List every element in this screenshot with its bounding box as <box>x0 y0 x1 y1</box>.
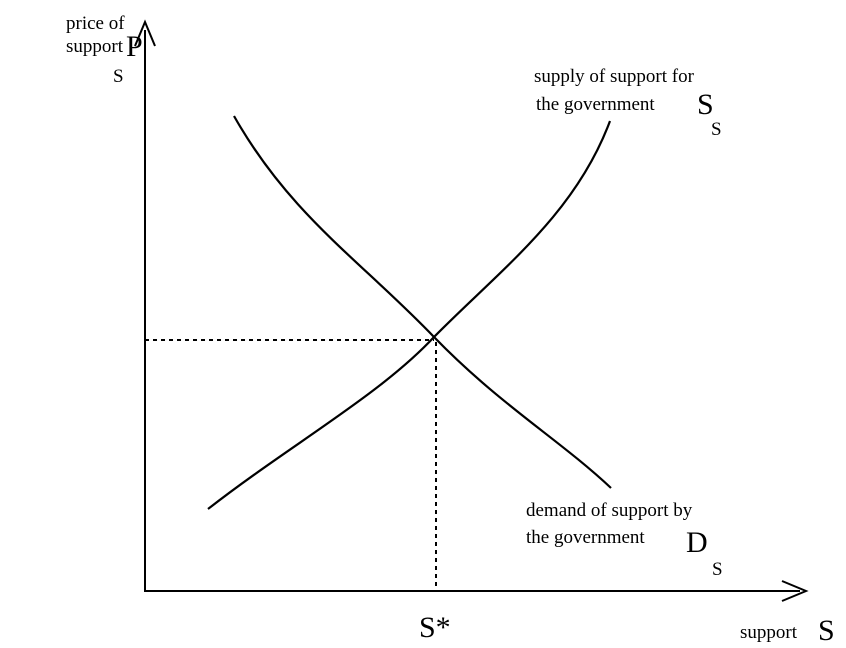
x-axis-arrowhead <box>781 580 809 602</box>
supply-symbol: S <box>697 88 714 121</box>
equilibrium-label: S* <box>419 611 451 644</box>
y-axis-arrowhead <box>134 19 156 47</box>
x-axis-label: support <box>740 622 798 643</box>
demand-label-line2: the government <box>526 527 645 548</box>
x-axis-symbol: S <box>818 614 835 647</box>
demand-symbol: D <box>686 526 708 559</box>
supply-curve <box>207 120 612 510</box>
demand-label-line1: demand of support by <box>526 500 693 521</box>
supply-label-line1: supply of support for <box>534 66 695 87</box>
supply-label-line2: the government <box>536 94 655 115</box>
demand-curve <box>233 115 612 489</box>
y-axis-label-line1: price of <box>66 13 125 34</box>
demand-symbol-subscript: S <box>712 559 723 580</box>
y-axis-symbol: P <box>126 30 143 63</box>
y-axis-symbol-subscript: S <box>113 66 124 87</box>
supply-symbol-subscript: S <box>711 119 722 140</box>
y-axis-label-line2: support <box>66 36 124 57</box>
